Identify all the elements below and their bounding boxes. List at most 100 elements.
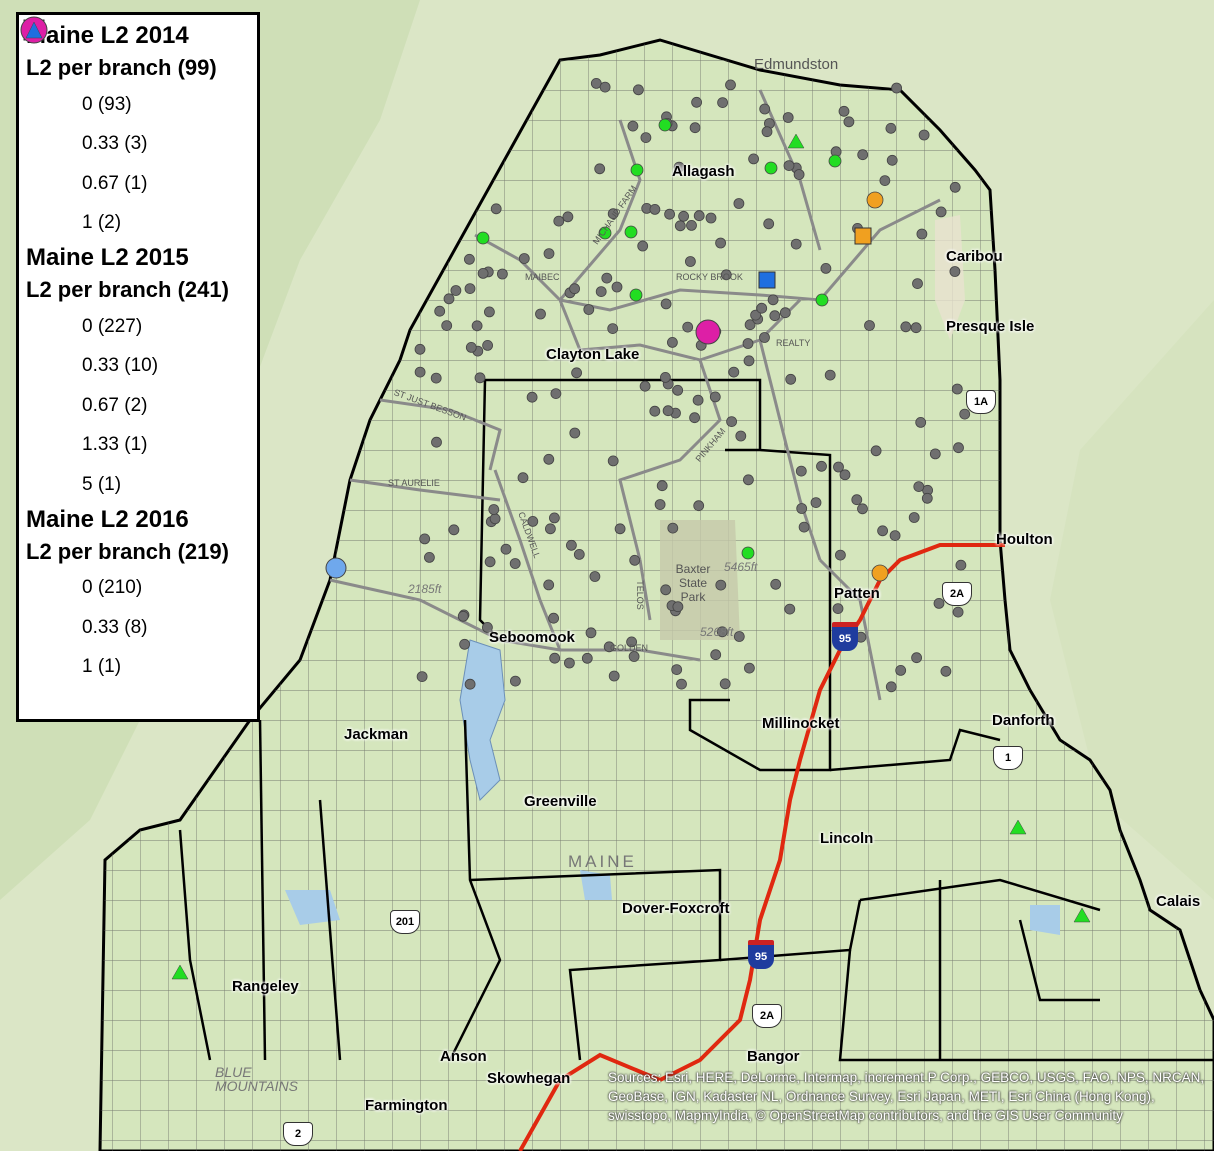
legend-item-label: 0 (227) — [82, 315, 143, 337]
label-greenville: Greenville — [524, 793, 597, 810]
survey-site-marker — [918, 129, 930, 141]
survey-site-marker — [543, 248, 555, 260]
survey-site-marker — [854, 227, 872, 245]
survey-site-marker — [633, 84, 644, 96]
survey-site-marker — [414, 343, 426, 355]
survey-site-marker — [798, 521, 810, 533]
legend-subtitle-0: L2 per branch (99) — [26, 55, 217, 80]
survey-site-marker — [828, 154, 842, 168]
survey-site-marker — [895, 665, 907, 676]
survey-site-marker — [782, 112, 794, 123]
survey-site-marker — [756, 302, 768, 314]
survey-site-marker — [594, 163, 606, 175]
survey-site-marker — [569, 283, 580, 295]
survey-site-marker — [921, 492, 933, 504]
survey-site-marker — [816, 460, 827, 472]
survey-site-marker — [761, 126, 773, 138]
survey-site-marker — [839, 469, 851, 481]
survey-site-marker — [720, 269, 732, 281]
survey-site-marker — [877, 525, 888, 537]
survey-site-marker — [790, 238, 802, 250]
survey-site-marker — [629, 288, 643, 302]
legend-item-label: 0.33 (10) — [82, 355, 159, 377]
survey-site-marker — [441, 320, 453, 332]
survey-site-marker — [325, 557, 347, 579]
survey-site-marker — [748, 153, 759, 165]
survey-site-marker — [929, 448, 941, 460]
survey-site-marker — [526, 391, 538, 403]
legend-item-label: 1 (2) — [82, 212, 122, 234]
label-anson: Anson — [440, 1048, 487, 1065]
survey-site-marker — [601, 272, 613, 284]
survey-site-marker — [693, 500, 705, 512]
survey-site-marker — [678, 210, 689, 222]
label-seboomook: Seboomook — [489, 629, 575, 646]
survey-site-marker — [911, 652, 922, 664]
survey-site-marker — [741, 546, 755, 560]
survey-site-marker — [744, 319, 756, 331]
survey-site-marker — [783, 160, 795, 172]
survey-site-marker — [795, 465, 807, 477]
survey-site-marker — [691, 96, 702, 108]
legend-item-label: 0.33 (3) — [82, 133, 148, 155]
survey-site-marker — [886, 154, 898, 166]
survey-site-marker — [689, 412, 700, 424]
survey-site-marker — [614, 523, 626, 535]
survey-site-marker — [656, 480, 668, 492]
survey-site-marker — [471, 320, 483, 332]
survey-site-marker — [171, 964, 189, 980]
survey-site-marker — [639, 380, 651, 392]
survey-site-marker — [595, 286, 607, 298]
survey-site-marker — [627, 120, 639, 132]
label-baxter-park: Baxter State Park — [675, 562, 711, 604]
legend-item-label: 0.67 (1) — [82, 172, 148, 194]
legend-item-label: 0.33 (8) — [82, 616, 148, 638]
survey-site-marker — [464, 283, 476, 295]
survey-site-marker — [910, 322, 922, 334]
survey-site-marker — [628, 651, 640, 662]
survey-site-marker — [566, 539, 577, 551]
survey-site-marker — [820, 262, 832, 274]
label-calais: Calais — [1156, 893, 1201, 910]
survey-site-marker — [573, 549, 585, 560]
survey-site-marker — [952, 606, 964, 618]
survey-site-marker — [649, 203, 661, 215]
survey-site-marker — [671, 664, 683, 675]
survey-site-marker — [419, 533, 431, 545]
legend-item: 0 (210) — [26, 25, 251, 609]
survey-site-marker — [891, 82, 902, 94]
survey-site-marker — [744, 662, 755, 674]
survey-site-marker — [607, 208, 619, 220]
legend-item: 0.33 (8) — [26, 23, 251, 648]
survey-site-marker — [689, 122, 701, 134]
survey-site-marker — [667, 522, 679, 534]
survey-site-marker — [509, 558, 521, 569]
survey-site-marker — [459, 638, 471, 650]
route-shield-1a: 1A — [966, 390, 996, 414]
legend-item-label: 0 (93) — [82, 93, 132, 115]
label-patten: Patten — [834, 585, 880, 602]
survey-site-marker — [658, 118, 672, 132]
legend-title-1: Maine L2 2015 — [26, 244, 189, 271]
survey-site-marker — [607, 455, 619, 467]
interstate-shield-95-south: 95 — [748, 940, 774, 969]
survey-site-marker — [607, 323, 619, 335]
label-presque-isle: Presque Isle — [946, 318, 1035, 335]
survey-site-marker — [709, 391, 721, 403]
survey-site-marker — [488, 504, 500, 515]
survey-site-marker — [585, 627, 597, 639]
survey-site-marker — [793, 169, 805, 180]
survey-site-marker — [758, 271, 776, 289]
legend-item-label: 0.67 (2) — [82, 394, 148, 416]
survey-site-marker — [940, 665, 952, 677]
survey-site-marker — [767, 294, 779, 306]
road-label-realty: REALTY — [776, 338, 811, 348]
road-label-telos: TELOS — [634, 580, 645, 610]
label-elev-2: 5465ft — [724, 560, 758, 574]
survey-site-marker — [710, 649, 722, 661]
survey-site-marker — [599, 81, 611, 93]
legend-title-2: Maine L2 2016 — [26, 505, 189, 533]
survey-site-marker — [608, 670, 620, 682]
survey-site-marker — [810, 497, 822, 509]
